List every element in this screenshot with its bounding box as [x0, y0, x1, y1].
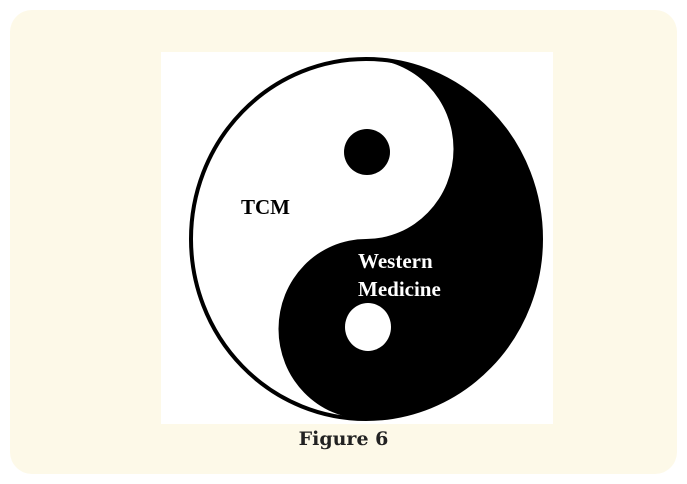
yang-dot: [345, 303, 391, 351]
western-medicine-label-line2: Medicine: [358, 277, 441, 301]
yin-half: [278, 59, 541, 419]
yin-yang-svg: TCM Western Medicine: [189, 57, 543, 421]
yin-yang-figure: TCM Western Medicine: [161, 52, 553, 424]
figure-caption: Figure 6: [298, 428, 389, 450]
yin-dot: [344, 129, 390, 175]
figure-card: TCM Western Medicine: [10, 10, 677, 474]
western-medicine-label-line1: Western: [358, 249, 433, 273]
tcm-label: TCM: [241, 195, 290, 219]
